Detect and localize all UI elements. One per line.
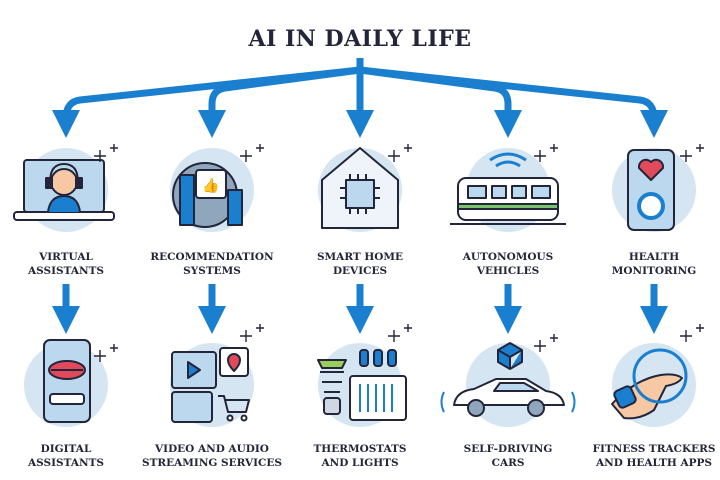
phone-heart-icon: [627, 149, 675, 231]
house-chip-icon: [321, 147, 399, 229]
branch-arrows: [52, 58, 668, 334]
label-line: SYSTEMS: [183, 265, 241, 277]
category-label-virtual-assistants: VIRTUAL ASSISTANTS: [0, 250, 141, 278]
label-line: SELF-DRIVING: [463, 443, 553, 455]
label-line: CARS: [491, 457, 525, 469]
label-line: FITNESS TRACKERS: [592, 443, 716, 455]
example-label-fitness: FITNESS TRACKERS AND HEALTH APPS: [579, 442, 720, 470]
example-label-self-driving: SELF-DRIVING CARS: [433, 442, 583, 470]
label-line: VEHICLES: [476, 265, 540, 277]
label-line: THERMOSTATS: [313, 443, 407, 455]
phone-lips-icon: [43, 339, 91, 423]
sparkle-icons: [94, 144, 704, 362]
arrow-to-recommendation: [198, 66, 361, 138]
category-label-recommendation: RECOMMENDATION SYSTEMS: [137, 250, 287, 278]
self-driving-car-icon: [440, 342, 576, 417]
category-label-smart-home: SMART HOME DEVICES: [285, 250, 435, 278]
label-line: AUTONOMOUS: [462, 251, 554, 263]
wrist-tracker-icon: [611, 348, 688, 420]
arrow-to-health: [359, 66, 668, 138]
example-label-streaming: VIDEO AND AUDIO STREAMING SERVICES: [137, 442, 287, 470]
category-label-autonomous: AUTONOMOUS VEHICLES: [433, 250, 583, 278]
label-line: VIDEO AND AUDIO: [155, 443, 269, 455]
laptop-headset-assistant-icon: [13, 159, 115, 221]
label-line: ASSISTANTS: [28, 265, 104, 277]
svg-text:👍: 👍: [202, 177, 219, 194]
label-line: MONITORING: [611, 265, 697, 277]
example-label-digital-assistants: DIGITAL ASSISTANTS: [0, 442, 141, 470]
label-line: AND HEALTH APPS: [595, 457, 712, 469]
label-line: VIRTUAL: [39, 251, 93, 263]
label-line: ASSISTANTS: [28, 457, 104, 469]
example-label-thermostats: THERMOSTATS AND LIGHTS: [285, 442, 435, 470]
label-line: HEALTH: [628, 251, 680, 263]
arrow-to-autonomous: [359, 66, 522, 138]
label-line: SMART HOME: [316, 251, 404, 263]
label-line: STREAMING SERVICES: [142, 457, 282, 469]
page-title: AI IN DAILY LIFE: [248, 26, 472, 52]
label-line: DEVICES: [332, 265, 388, 277]
label-line: RECOMMENDATION: [150, 251, 274, 263]
bulb-thermostat-icon: [317, 349, 407, 421]
gear-thumbs-up-chart-icon: 👍: [172, 162, 243, 228]
media-cart-icon: [171, 347, 250, 423]
label-line: DIGITAL: [40, 443, 92, 455]
category-label-health: HEALTH MONITORING: [579, 250, 720, 278]
label-line: AND LIGHTS: [321, 457, 399, 469]
train-wifi-icon: [450, 152, 566, 225]
arrow-to-virtual-assistants: [52, 58, 364, 138]
